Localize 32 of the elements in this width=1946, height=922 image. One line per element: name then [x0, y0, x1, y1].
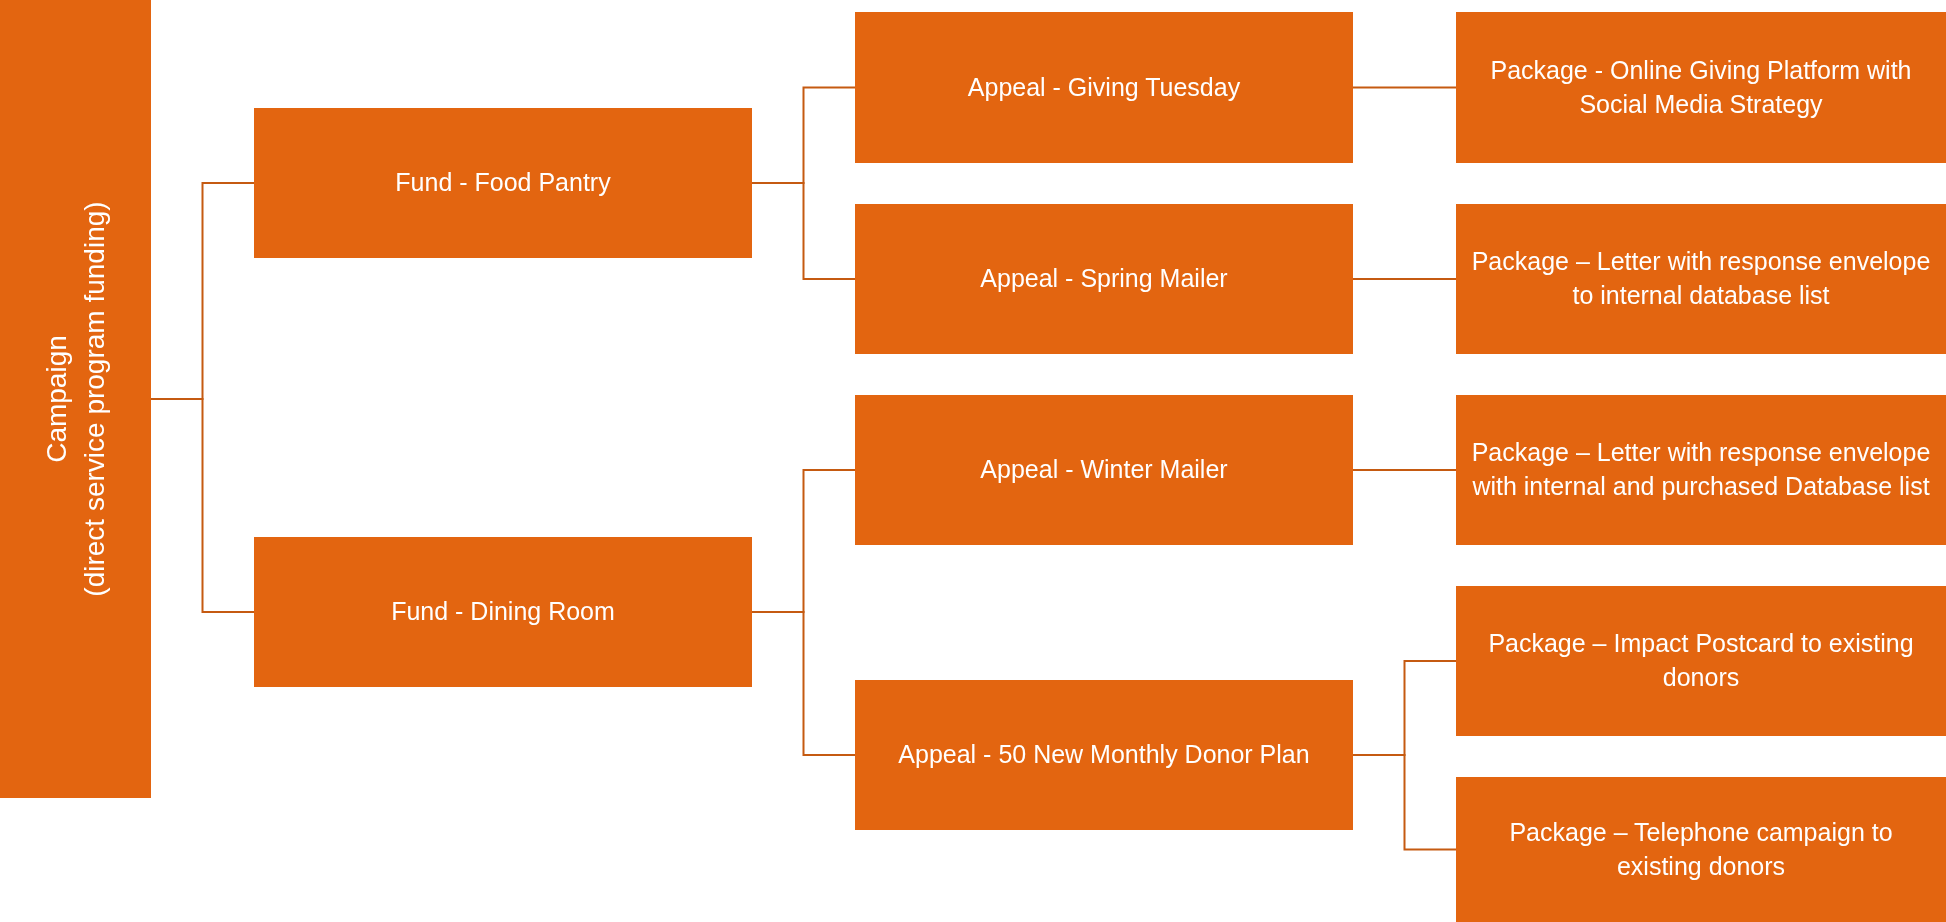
process-box: [1456, 204, 1946, 354]
box-label: Package – Letter with response envelope with internal and purchased Database list: [1470, 437, 1932, 502]
process-box: [855, 395, 1353, 545]
box-label: Fund - Dining Room: [391, 596, 615, 628]
box-label: Campaign: [39, 335, 73, 463]
connector-line: [1352, 754, 1457, 851]
connector-line: [751, 182, 856, 280]
box-label: Package – Telephone campaign to existing donors: [1508, 816, 1894, 882]
process-box: [855, 204, 1353, 354]
connector-line: [1352, 469, 1457, 471]
process-box: [855, 680, 1353, 830]
box-label: Package – Letter with response envelope to internal database list: [1470, 246, 1932, 311]
box-label: Appeal - Giving Tuesday: [967, 71, 1241, 103]
process-box: [254, 108, 752, 258]
process-box: [855, 12, 1353, 163]
process-box: [0, 0, 151, 798]
connector-line: [1352, 278, 1457, 280]
box-label: Appeal - Winter Mailer: [980, 454, 1228, 486]
connector-line: [1352, 86, 1457, 89]
connector-line: [751, 611, 856, 756]
process-box: [1456, 12, 1946, 163]
box-label: Fund - Food Pantry: [395, 167, 611, 199]
process-box: [1456, 586, 1946, 736]
box-label: Appeal - Spring Mailer: [980, 263, 1228, 295]
process-box: [254, 537, 752, 687]
box-label: Package - Online Giving Platform with Social Media Strategy: [1489, 54, 1913, 120]
box-label: Appeal - 50 New Monthly Donor Plan: [898, 739, 1310, 771]
box-label: Package – Impact Postcard to existing donors: [1487, 628, 1915, 693]
process-box: [1456, 395, 1946, 545]
box-label: (direct service program funding): [77, 201, 111, 597]
process-box: [1456, 777, 1946, 922]
connector-line: [150, 398, 255, 613]
